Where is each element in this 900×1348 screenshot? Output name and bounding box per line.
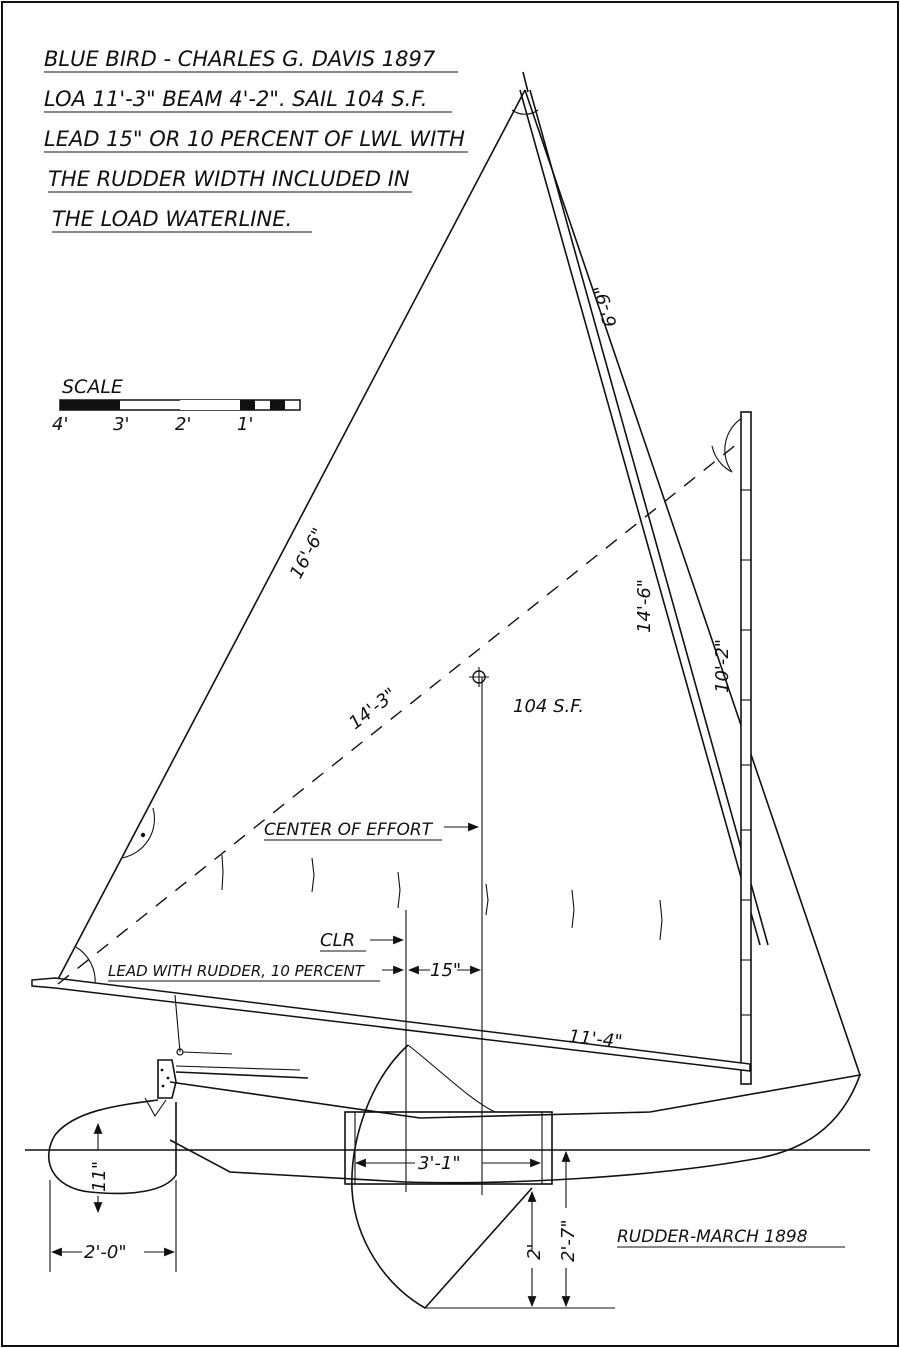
- note-line-2: LOA 11'-3" BEAM 4'-2". SAIL 104 S.F.: [44, 87, 427, 111]
- dim-board-depth-2: 2'-7": [558, 1219, 579, 1262]
- dim-diagonal: 14'-3": [345, 684, 401, 734]
- dim-mast: 10'-2": [712, 639, 733, 693]
- credit-label: RUDDER-MARCH 1898: [617, 1227, 808, 1247]
- centerboard-trunk: [344, 1111, 553, 1185]
- sail-luff: [54, 89, 526, 986]
- boom: [31, 977, 751, 1072]
- tiller: [175, 1071, 309, 1079]
- dimension-labels: 16'-6" 6'-9" 14'-6" 10'-2" 14'-3" 11'-4"…: [49, 283, 845, 1308]
- sail-seams: [221, 854, 663, 941]
- mast: [740, 411, 752, 1085]
- scale-tick-3: 3': [113, 414, 129, 435]
- scale-tick-2: 2': [175, 414, 191, 435]
- center-of-effort-label: CENTER OF EFFORT: [264, 820, 434, 840]
- dim-lead: 15": [430, 960, 461, 981]
- scale-bar: SCALE 4' 3' 2' 1': [52, 376, 301, 435]
- note-line-1: BLUE BIRD - CHARLES G. DAVIS 1897: [44, 47, 436, 71]
- sail: [54, 71, 861, 1076]
- title-notes: BLUE BIRD - CHARLES G. DAVIS 1897 LOA 11…: [44, 47, 468, 233]
- hull-outline: [169, 1073, 862, 1184]
- scale-tick-4: 4': [52, 414, 68, 435]
- dim-yard: 14'-6": [634, 579, 655, 633]
- note-line-3: LEAD 15" OR 10 PERCENT OF LWL WITH: [44, 127, 465, 151]
- centerboard: [344, 1044, 615, 1310]
- dim-rudder-width: 2'-0": [84, 1242, 127, 1263]
- diagonal-line: [57, 439, 743, 985]
- note-line-4: THE RUDDER WIDTH INCLUDED IN: [48, 167, 410, 191]
- lead-label: LEAD WITH RUDDER, 10 PERCENT: [108, 962, 366, 980]
- center-of-effort-marker: [469, 667, 489, 1195]
- rudder: [47, 1099, 177, 1195]
- dim-board-width: 3'-1": [418, 1153, 461, 1174]
- yard-spar: [519, 89, 761, 946]
- dim-board-depth-1: 2': [524, 1244, 545, 1260]
- hull: [47, 994, 862, 1195]
- scale-tick-1: 1': [237, 414, 253, 435]
- sail-area-label: 104 S.F.: [513, 696, 584, 717]
- clr-label: CLR: [320, 930, 355, 951]
- scale-title: SCALE: [62, 376, 123, 398]
- sail-leech: [524, 89, 861, 1076]
- note-line-5: THE LOAD WATERLINE.: [52, 207, 292, 231]
- dim-rudder-height: 11": [89, 1161, 110, 1192]
